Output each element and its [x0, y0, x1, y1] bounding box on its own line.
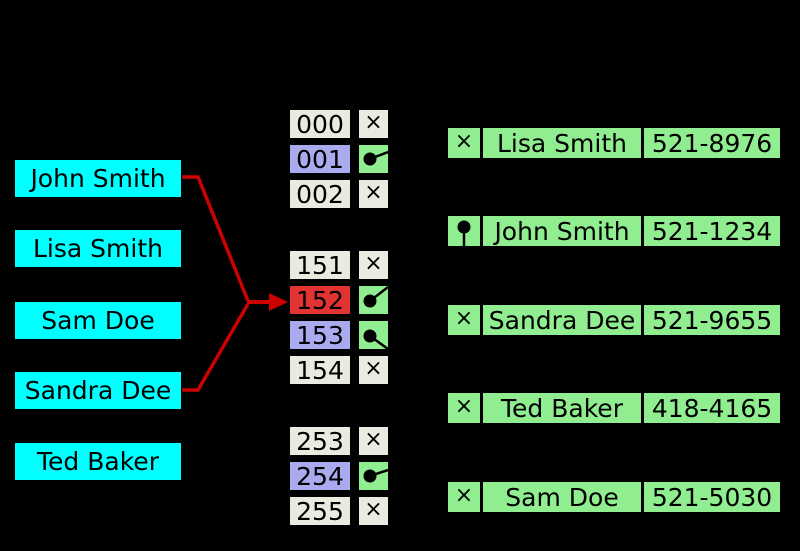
arrowhead-to-bucket-152	[269, 293, 288, 311]
key-box-ted-baker: Ted Baker	[15, 443, 181, 480]
bucket-index: 254	[288, 460, 352, 492]
bucket-index: 001	[288, 143, 352, 175]
null-pointer-icon: ×	[357, 249, 390, 281]
null-pointer-icon: ×	[454, 394, 474, 419]
record-name: John Smith	[480, 216, 641, 246]
record-phone: 521-9655	[641, 305, 780, 335]
bucket-row-153: 153	[288, 319, 390, 351]
next-pointer-icon	[448, 216, 480, 246]
key-label: John Smith	[30, 164, 166, 193]
record-name: Ted Baker	[480, 393, 641, 423]
null-pointer-icon: ×	[454, 129, 474, 154]
key-box-lisa-smith: Lisa Smith	[15, 230, 181, 267]
record-name: Sam Doe	[480, 482, 641, 512]
pointer-icon	[357, 319, 390, 351]
record-phone: 521-5030	[641, 482, 780, 512]
null-pointer-icon: ×	[454, 306, 474, 331]
bucket-index: 255	[288, 495, 352, 527]
record-name: Lisa Smith	[480, 128, 641, 158]
record-ted-baker: × Ted Baker 418-4165	[446, 391, 782, 425]
bucket-index: 151	[288, 249, 352, 281]
record-sam-doe: × Sam Doe 521-5030	[446, 480, 782, 514]
arrow-from-john-smith	[182, 175, 250, 302]
pointer-icon	[357, 460, 390, 492]
arrow-from-sandra-dee	[182, 303, 250, 392]
key-box-sam-doe: Sam Doe	[15, 302, 181, 339]
key-label: Sam Doe	[41, 306, 155, 335]
bucket-row-151: 151 ×	[288, 249, 390, 281]
record-phone: 418-4165	[641, 393, 780, 423]
bucket-row-001: 001	[288, 143, 390, 175]
bucket-row-154: 154 ×	[288, 354, 390, 386]
null-pointer-icon: ×	[357, 178, 390, 210]
bucket-row-253: 253 ×	[288, 425, 390, 457]
key-box-john-smith: John Smith	[15, 160, 181, 197]
bucket-row-152: 152	[288, 284, 390, 316]
record-john-smith: John Smith 521-1234	[446, 214, 782, 248]
null-pointer-icon: ×	[357, 425, 390, 457]
record-phone: 521-1234	[641, 216, 780, 246]
record-name: Sandra Dee	[480, 305, 641, 335]
bucket-index: 000	[288, 108, 352, 140]
bucket-row-002: 002 ×	[288, 178, 390, 210]
bucket-index: 154	[288, 354, 352, 386]
record-lisa-smith: × Lisa Smith 521-8976	[446, 126, 782, 160]
key-label: Lisa Smith	[33, 234, 163, 263]
bucket-index: 253	[288, 425, 352, 457]
null-pointer-icon: ×	[357, 495, 390, 527]
key-box-sandra-dee: Sandra Dee	[15, 372, 181, 409]
bucket-row-000: 000 ×	[288, 108, 390, 140]
bucket-index: 002	[288, 178, 352, 210]
bucket-row-254: 254	[288, 460, 390, 492]
bucket-index-collision: 152	[288, 284, 352, 316]
pointer-icon	[357, 143, 390, 175]
key-label: Sandra Dee	[24, 376, 172, 405]
bucket-row-255: 255 ×	[288, 495, 390, 527]
key-label: Ted Baker	[37, 447, 159, 476]
record-phone: 521-8976	[641, 128, 780, 158]
pointer-icon	[357, 284, 390, 316]
record-sandra-dee: × Sandra Dee 521-9655	[446, 303, 782, 337]
null-pointer-icon: ×	[454, 483, 474, 508]
bucket-index: 153	[288, 319, 352, 351]
null-pointer-icon: ×	[357, 354, 390, 386]
null-pointer-icon: ×	[357, 108, 390, 140]
